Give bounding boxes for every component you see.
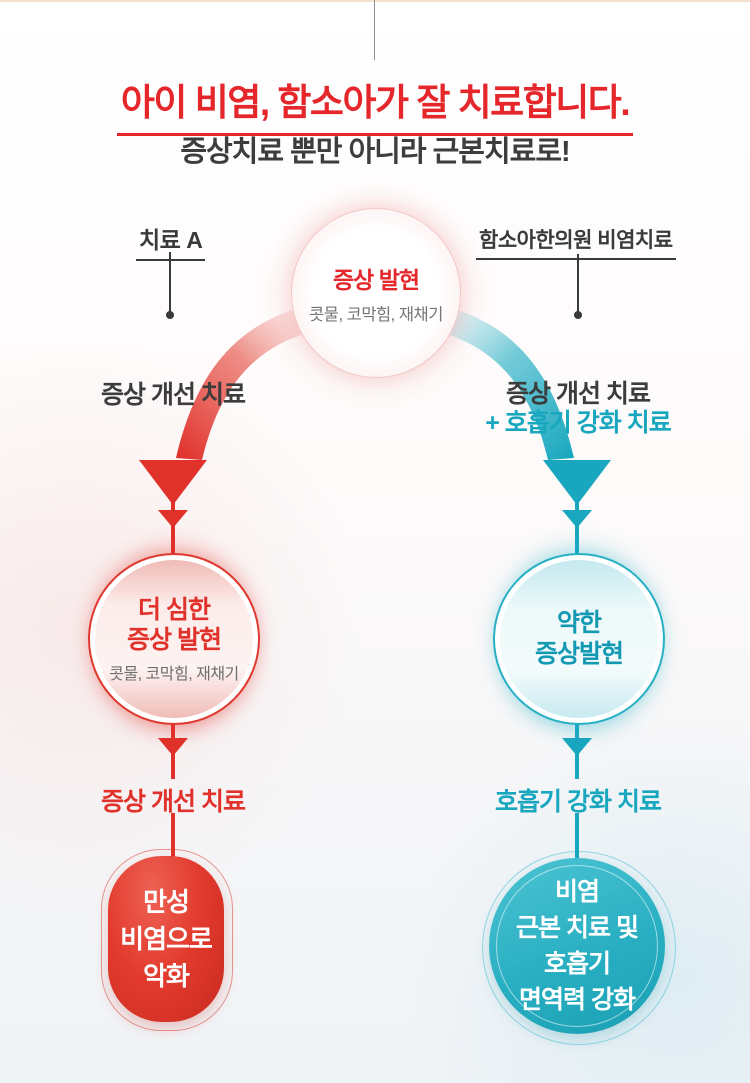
left-node-line2: 증상 발현	[127, 625, 222, 654]
right-result-line2: 근본 치료 및	[516, 914, 639, 942]
page-title: 아이 비염, 함소아가 잘 치료합니다.	[0, 72, 750, 136]
right-node-line1: 약한	[556, 609, 602, 637]
left-result-line2: 비염으로	[120, 923, 213, 954]
left-result-line1: 만성	[143, 886, 190, 917]
left-step1-label: 증상 개선 치료	[101, 381, 246, 409]
right-symptom-node: 약한 증상발현	[493, 553, 665, 725]
right-step1-line2: + 호흡기 강화 치료	[485, 409, 671, 437]
right-node-line2: 증상발현	[534, 640, 624, 668]
top-edge-strip	[0, 0, 750, 2]
treatment-a-label: 치료 A	[136, 221, 206, 261]
left-branch-dot	[166, 311, 174, 319]
start-node-subtitle: 콧물, 코막힘, 재채기	[309, 306, 443, 324]
left-result-capsule: 만성 비염으로 악화	[108, 856, 224, 1022]
left-small-arrowhead-icon-2	[158, 738, 188, 756]
right-result-line4: 면역력 강화	[519, 986, 636, 1014]
left-node-line1: 더 심한	[138, 595, 211, 624]
right-branch-dot	[574, 311, 582, 319]
left-result-line3: 악화	[143, 960, 190, 991]
hamsoa-clinic-label: 함소아한의원 비염치료	[476, 224, 676, 260]
left-symptom-node: 더 심한 증상 발현 콧물, 코막힘, 재채기	[88, 553, 260, 725]
right-result-circle: 비염 근본 치료 및 호흡기 면역력 강화	[489, 858, 665, 1034]
right-result-line3: 호흡기	[543, 950, 611, 978]
right-step2-label: 호흡기 강화 치료	[495, 788, 662, 816]
right-small-arrowhead-icon-1	[562, 510, 592, 528]
right-big-arrowhead-icon	[543, 460, 611, 505]
left-result-outline-ring	[101, 849, 233, 1031]
left-step2-label: 증상 개선 치료	[101, 788, 246, 816]
page-title-text: 아이 비염, 함소아가 잘 치료합니다.	[116, 72, 634, 136]
left-big-arrowhead-icon	[139, 460, 207, 505]
right-step1-line1: 증상 개선 치료	[506, 380, 651, 408]
start-node-title: 증상 발현	[332, 267, 420, 293]
right-curve-arrow-band	[440, 310, 574, 460]
right-result-line1: 비염	[554, 878, 600, 906]
start-node: 증상 발현 콧물, 코막힘, 재채기	[291, 208, 461, 378]
top-divider-line	[374, 0, 375, 60]
page-subtitle: 증상치료 뿐만 아니라 근본치료로!	[180, 136, 570, 168]
left-curve-arrow-band	[176, 310, 310, 460]
right-small-arrowhead-icon-2	[562, 738, 592, 756]
left-node-subtitle: 콧물, 코막힘, 재채기	[109, 665, 239, 683]
right-step1-label: 증상 개선 치료 + 호흡기 강화 치료	[468, 380, 688, 438]
left-small-arrowhead-icon-1	[158, 510, 188, 528]
